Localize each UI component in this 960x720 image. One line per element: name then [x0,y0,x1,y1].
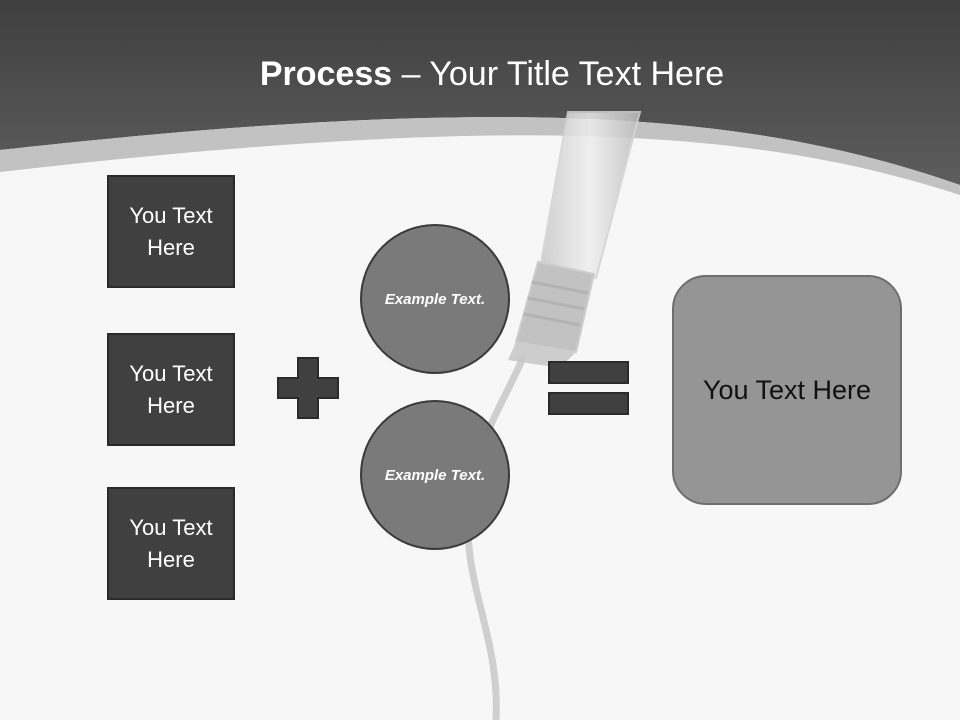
plus-icon [277,357,339,419]
input-box-2: You Text Here [107,333,235,446]
result-box: You Text Here [672,275,902,505]
slide-title: Process – Your Title Text Here [0,52,960,96]
input-box-3: You Text Here [107,487,235,600]
title-bold: Process [259,55,393,93]
input-box-1: You Text Here [107,175,235,288]
header-swoosh [0,117,960,195]
example-circle-1: Example Text. [360,224,510,374]
equals-icon [548,361,629,415]
title-rest: – Your Title Text Here [392,55,725,93]
example-circle-2: Example Text. [360,400,510,550]
header-band [0,0,960,185]
pen-icon [508,111,642,368]
